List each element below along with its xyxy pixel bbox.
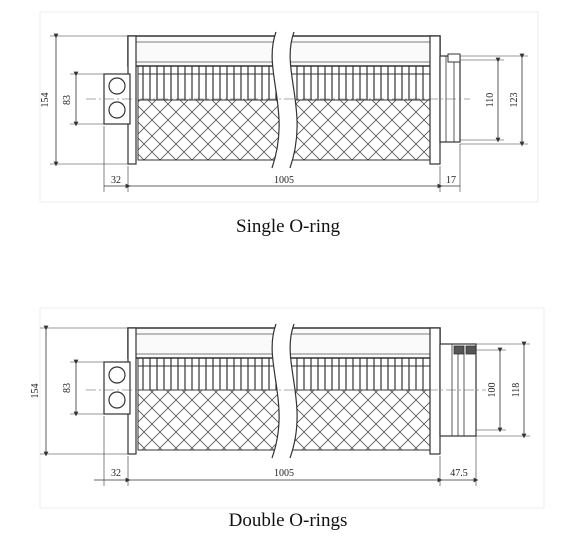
single-oring-drawing: 154 83 32 1005 17 110 123 xyxy=(39,11,539,203)
dim-outer-diameter: 123 xyxy=(509,93,520,108)
break-gap xyxy=(272,32,298,168)
dim-inner-diameter: 100 xyxy=(487,383,498,398)
dim-left: 32 xyxy=(111,175,121,186)
double-oring-drawing: 154 83 32 1005 47.5 100 118 xyxy=(30,307,545,509)
dim-right: 47.5 xyxy=(450,468,468,479)
dim-length: 1005 xyxy=(274,468,294,479)
o-ring xyxy=(447,53,461,63)
right-end xyxy=(429,35,441,165)
drawing-frame xyxy=(39,11,539,203)
dim-height-total: 154 xyxy=(30,384,41,399)
dim-right: 17 xyxy=(446,175,456,186)
dim-inner-diameter: 110 xyxy=(485,93,496,108)
drawing-frame xyxy=(39,307,545,509)
dim-left: 32 xyxy=(111,468,121,479)
dim-height-flange: 83 xyxy=(62,383,73,393)
bolt-hole-upper xyxy=(108,77,126,95)
break-gap xyxy=(272,324,298,458)
bolt-hole-upper xyxy=(108,366,126,384)
bolt-hole-lower xyxy=(108,391,126,409)
o-ring-2 xyxy=(465,345,477,355)
caption-double-orings: Double O-rings xyxy=(228,510,348,531)
dim-height-total: 154 xyxy=(40,93,51,108)
o-ring-1 xyxy=(453,345,465,355)
right-end xyxy=(429,327,441,455)
bolt-hole-lower xyxy=(108,101,126,119)
dim-height-flange: 83 xyxy=(62,95,73,105)
dim-length: 1005 xyxy=(274,175,294,186)
dim-outer-diameter: 118 xyxy=(511,383,522,398)
caption-single-oring: Single O-ring xyxy=(236,216,340,237)
flange-block xyxy=(103,361,131,415)
